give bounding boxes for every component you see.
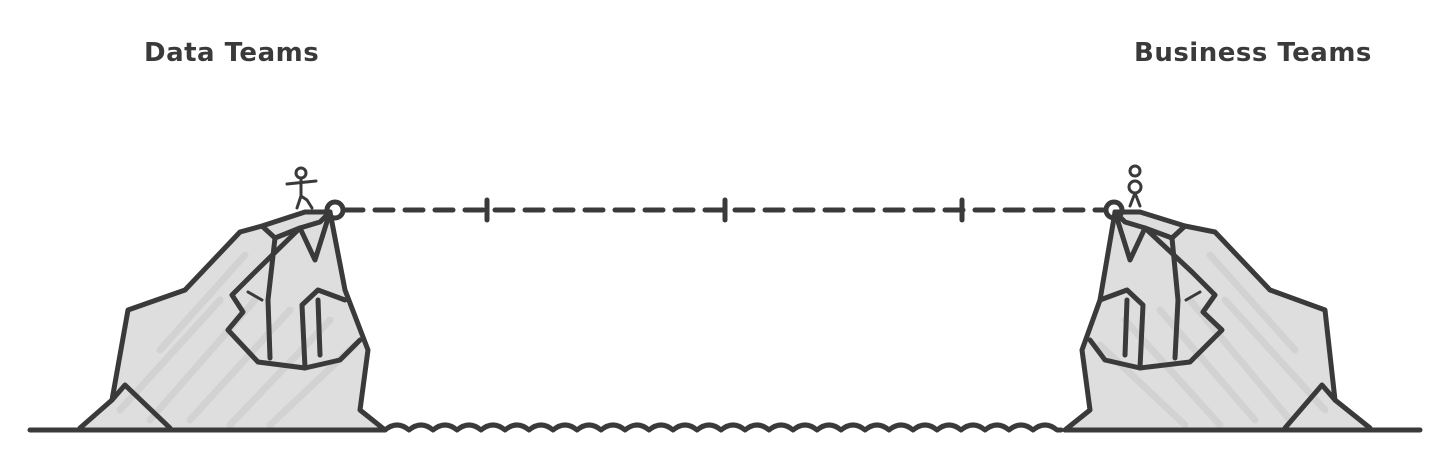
left-stick-figure [285,166,318,210]
bridge-plus-markers [484,197,965,223]
right-stick-figure [1127,164,1143,208]
left-anchor-circle [324,199,346,221]
data-teams-label: Data Teams [144,38,320,68]
business-teams-label: Business Teams [1134,38,1372,68]
left-cliff-hatching [116,251,359,429]
right-anchor-circle [1103,199,1125,221]
left-cliff [77,209,388,433]
right-cliff [1062,209,1373,433]
water-waves [382,422,1064,433]
